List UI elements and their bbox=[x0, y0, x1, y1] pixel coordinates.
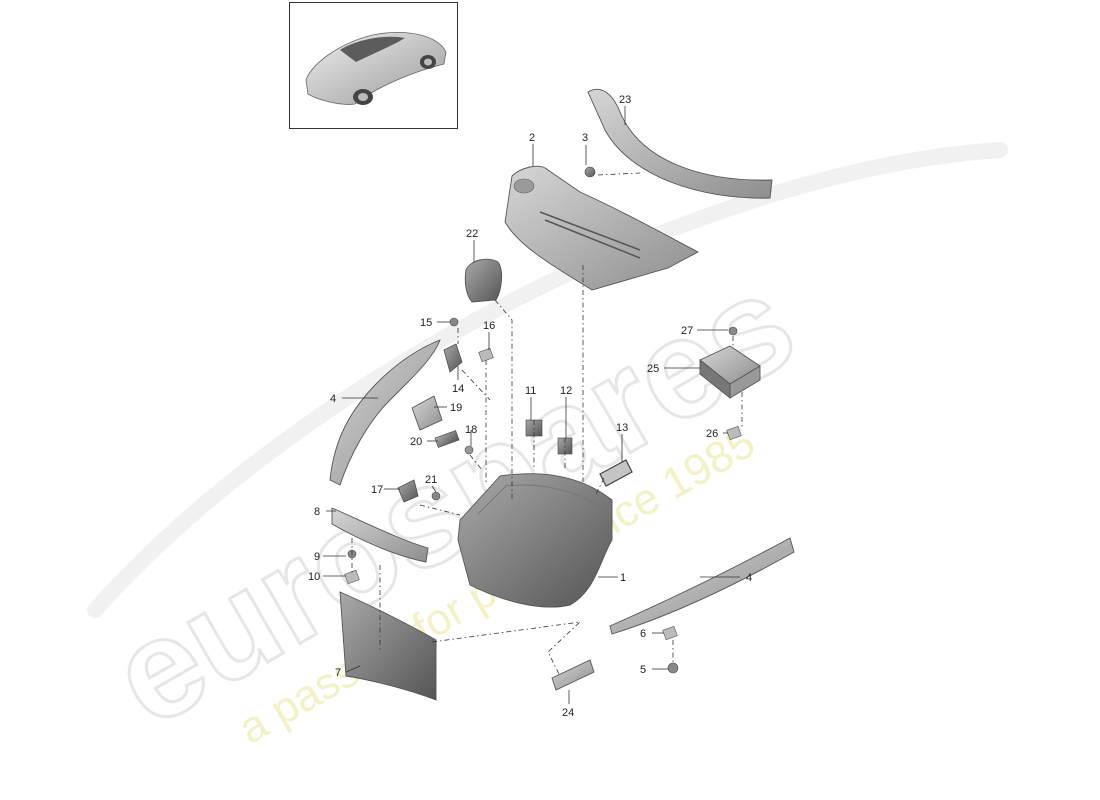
part-16 bbox=[478, 347, 494, 363]
part-15 bbox=[449, 317, 459, 327]
callout-5: 5 bbox=[640, 664, 646, 676]
callout-8: 8 bbox=[314, 506, 320, 518]
callout-2: 2 bbox=[529, 132, 535, 144]
part-25 bbox=[699, 345, 761, 399]
callout-21: 21 bbox=[425, 474, 437, 486]
callout-4a: 4 bbox=[330, 393, 336, 405]
callout-3: 3 bbox=[582, 132, 588, 144]
part-23 bbox=[587, 88, 773, 199]
callout-11: 11 bbox=[525, 385, 536, 397]
part-4-right bbox=[609, 537, 795, 635]
callout-15: 15 bbox=[420, 317, 432, 329]
callout-18: 18 bbox=[465, 424, 477, 436]
part-8 bbox=[331, 507, 429, 563]
part-1 bbox=[457, 473, 613, 608]
vehicle-thumbnail bbox=[289, 2, 458, 129]
part-2 bbox=[504, 165, 699, 291]
callout-4b: 4 bbox=[746, 572, 752, 584]
callout-12: 12 bbox=[560, 385, 572, 397]
callout-24: 24 bbox=[562, 707, 574, 719]
part-27 bbox=[728, 326, 738, 336]
callout-20: 20 bbox=[410, 436, 422, 448]
callout-1: 1 bbox=[620, 572, 626, 584]
callout-17: 17 bbox=[371, 484, 383, 496]
part-13 bbox=[599, 459, 633, 487]
part-22 bbox=[464, 258, 503, 303]
leader-lines bbox=[323, 106, 740, 704]
callout-26: 26 bbox=[706, 428, 718, 440]
part-3 bbox=[584, 166, 596, 178]
callout-19: 19 bbox=[450, 402, 462, 414]
callout-23: 23 bbox=[619, 94, 631, 106]
callout-13: 13 bbox=[616, 422, 628, 434]
part-4-left bbox=[329, 339, 441, 486]
part-20 bbox=[434, 430, 460, 448]
callout-27: 27 bbox=[681, 325, 693, 337]
callout-6: 6 bbox=[640, 628, 646, 640]
part-24 bbox=[551, 659, 595, 691]
part-7 bbox=[339, 591, 437, 701]
callout-10: 10 bbox=[308, 571, 320, 583]
callout-16: 16 bbox=[483, 320, 495, 332]
part-14 bbox=[443, 343, 463, 373]
part-26 bbox=[726, 425, 742, 441]
callout-25: 25 bbox=[647, 363, 659, 375]
part-17 bbox=[397, 479, 419, 503]
part-18 bbox=[464, 445, 474, 455]
part-19 bbox=[411, 395, 443, 431]
assembly-lines bbox=[351, 172, 743, 677]
callout-9: 9 bbox=[314, 551, 320, 563]
part-5 bbox=[667, 662, 679, 674]
part-21 bbox=[431, 491, 441, 501]
car-icon bbox=[305, 32, 447, 105]
part-10 bbox=[344, 569, 360, 585]
callout-7: 7 bbox=[335, 667, 341, 679]
callout-14: 14 bbox=[452, 383, 464, 395]
callouts: 1 2 3 4 4 5 6 7 8 9 10 11 12 13 14 15 16… bbox=[308, 94, 752, 719]
callout-22: 22 bbox=[466, 228, 478, 240]
part-6 bbox=[662, 625, 678, 641]
